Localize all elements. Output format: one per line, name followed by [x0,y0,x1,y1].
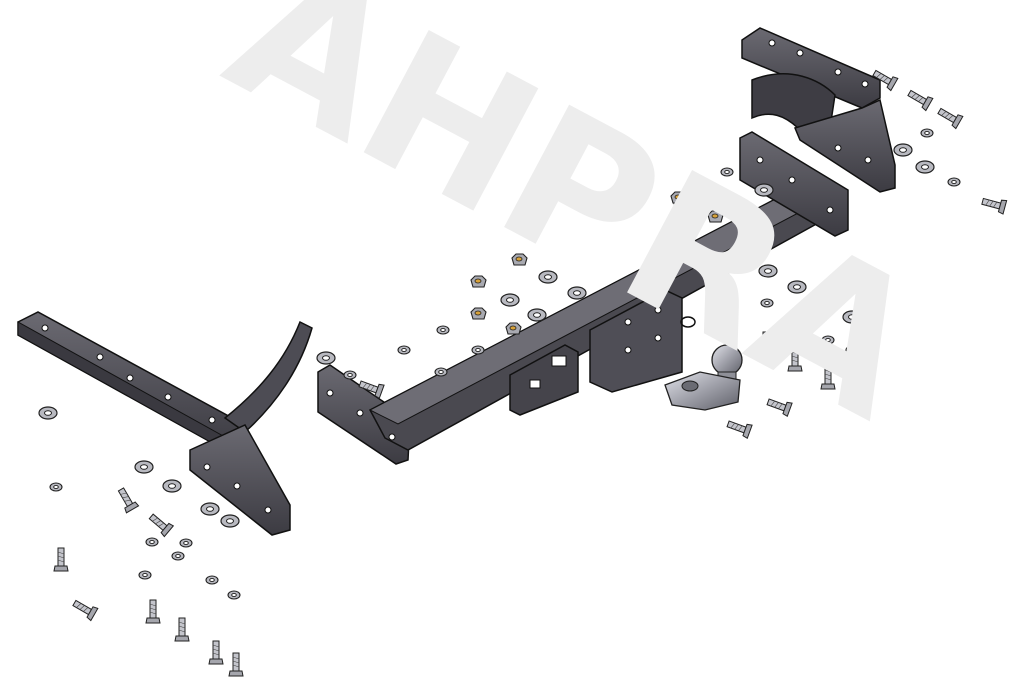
tow-ball [664,344,743,411]
left-mounting-bracket [17,311,313,536]
right-mounting-bracket [741,27,896,193]
cross-beam [317,131,849,465]
